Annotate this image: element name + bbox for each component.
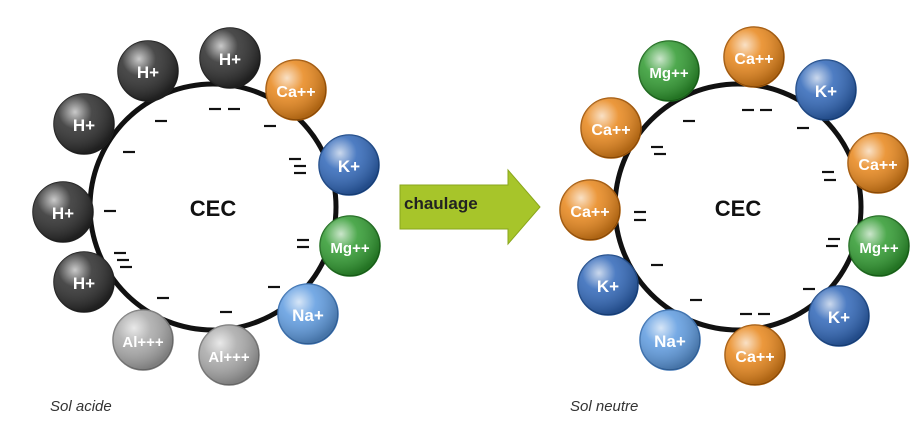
- ion-label: Al+++: [208, 349, 250, 366]
- ion-label: Mg++: [330, 240, 369, 257]
- ion-label: Mg++: [649, 65, 688, 82]
- ion-h-left-1: H+: [117, 40, 179, 102]
- chaulage-arrow: [399, 168, 541, 246]
- ion-label: K+: [828, 308, 850, 327]
- ion-label: H+: [137, 63, 159, 82]
- ion-label: Ca++: [735, 349, 774, 366]
- ion-label: K+: [815, 82, 837, 101]
- ion-na-right: Na+: [639, 309, 701, 371]
- ion-ca-right-4: Ca++: [559, 179, 621, 241]
- caption-right: Sol neutre: [570, 398, 639, 415]
- ion-al-left-2: Al+++: [198, 324, 260, 386]
- ion-label: H+: [73, 274, 95, 293]
- ion-label: Ca++: [570, 204, 609, 221]
- ion-label: Ca++: [734, 51, 773, 68]
- ion-label: Ca++: [858, 157, 897, 174]
- ion-k-right-3: K+: [808, 285, 870, 347]
- ion-label: K+: [338, 157, 360, 176]
- ion-mg-right-2: Mg++: [848, 215, 910, 277]
- arrow-label: chaulage: [404, 194, 478, 213]
- caption-left: Sol acide: [50, 398, 112, 415]
- ion-label: Na+: [654, 332, 686, 351]
- ion-k-right-1: K+: [795, 59, 857, 121]
- ion-ca-right-3: Ca++: [847, 132, 909, 194]
- ion-label: H+: [219, 50, 241, 69]
- ion-ca-left: Ca++: [265, 59, 327, 121]
- ion-ca-right-5: Ca++: [724, 324, 786, 386]
- ion-label: Na+: [292, 306, 324, 325]
- ion-na-left: Na+: [277, 283, 339, 345]
- ion-label: H+: [52, 204, 74, 223]
- ion-label: Ca++: [276, 84, 315, 101]
- ion-al-left-1: Al+++: [112, 309, 174, 371]
- ion-mg-left: Mg++: [319, 215, 381, 277]
- ion-ca-right-1: Ca++: [723, 26, 785, 88]
- ion-label: Al+++: [122, 334, 164, 351]
- negative-charges-right: [634, 108, 840, 316]
- negative-charges-left: [104, 107, 309, 314]
- ion-label: K+: [597, 277, 619, 296]
- ion-label: Ca++: [591, 122, 630, 139]
- ion-mg-right-1: Mg++: [638, 40, 700, 102]
- ion-h-left-3: H+: [53, 93, 115, 155]
- ion-h-left-4: H+: [32, 181, 94, 243]
- ion-h-left-5: H+: [53, 251, 115, 313]
- ion-ca-right-2: Ca++: [580, 97, 642, 159]
- ion-k-left: K+: [318, 134, 380, 196]
- cec-label-right: CEC: [715, 196, 762, 221]
- ion-h-left-2: H+: [199, 27, 261, 89]
- ion-k-right-2: K+: [577, 254, 639, 316]
- ion-label: H+: [73, 116, 95, 135]
- ion-label: Mg++: [859, 240, 898, 257]
- cec-label-left: CEC: [190, 196, 237, 221]
